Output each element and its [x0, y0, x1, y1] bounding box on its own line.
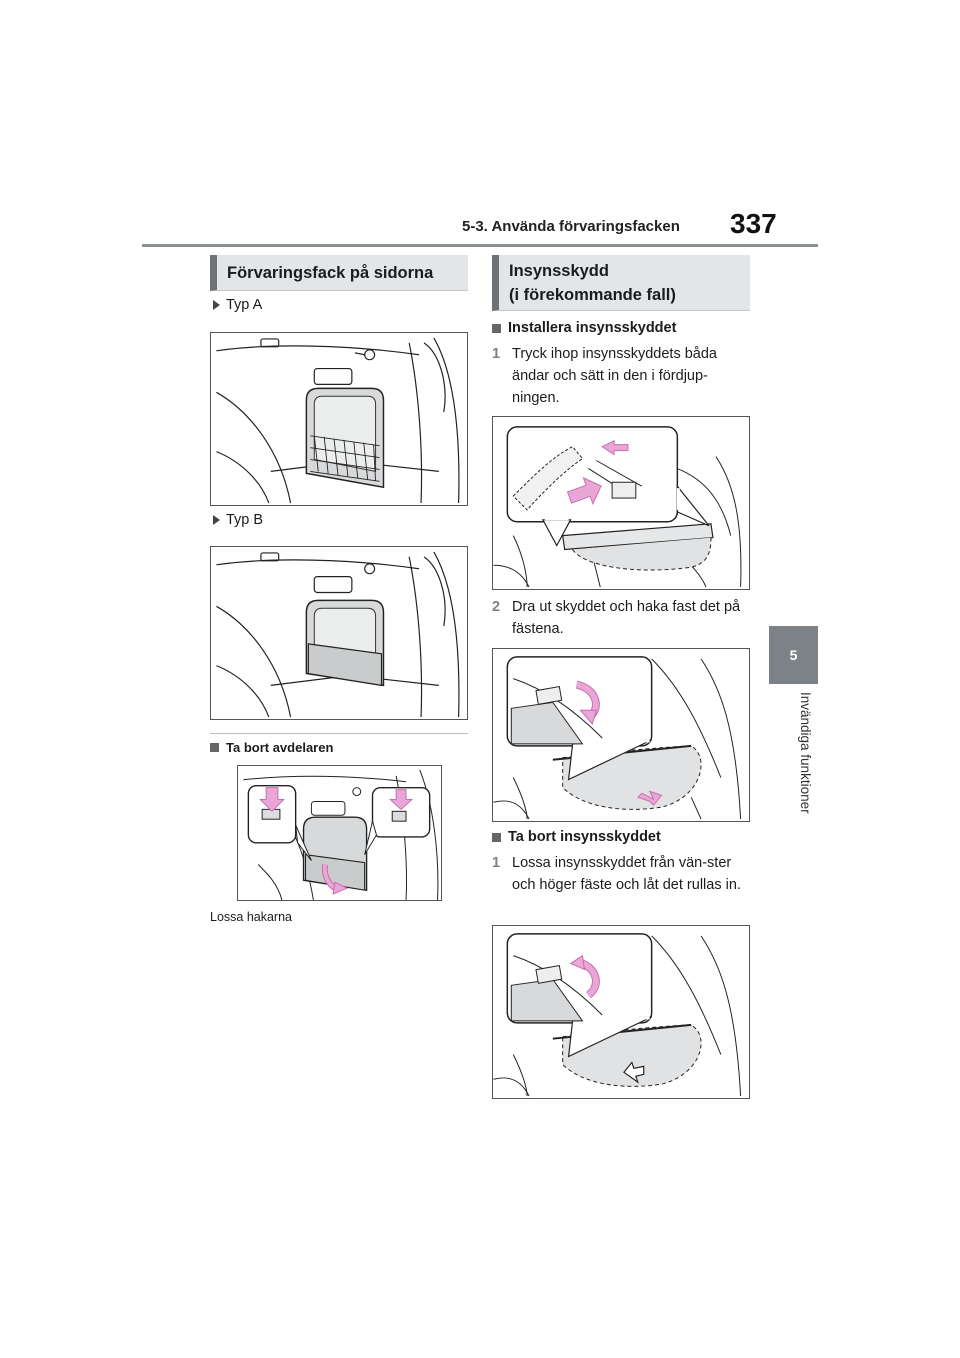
illustration-insert-cover-ends [493, 426, 742, 588]
square-bullet-icon [210, 743, 219, 752]
section-title-tonneau-cover: Insynsskydd (i förekommande fall) [492, 255, 750, 311]
divider-rule [210, 733, 468, 734]
bullet-type-a: Typ A [213, 297, 262, 313]
step-text: Tryck ihop insynsskyddets båda ändar och… [512, 346, 717, 406]
remove-divider-text: Ta bort avdelaren [226, 740, 334, 755]
illustration-unhook-and-retract-cover [493, 933, 742, 1097]
step-install-2: 2 Dra ut skyddet och haka fast det på fä… [492, 596, 754, 640]
bullet-triangle-icon [213, 515, 220, 525]
heading-install-cover: Installera insynsskyddet [492, 320, 676, 336]
step-text: Lossa insynsskyddet från vän-ster och hö… [512, 855, 741, 893]
step-remove-1: 1 Lossa insynsskyddet från vän-ster och … [492, 852, 754, 896]
caption-release-hooks: Lossa hakarna [210, 910, 293, 924]
square-bullet-icon [492, 832, 501, 842]
step-number: 1 [492, 855, 501, 871]
heading-remove-cover: Ta bort insynsskyddet [492, 829, 661, 845]
illustration-storage-net-type-a [216, 337, 460, 504]
chapter-title: Invändiga funktioner [798, 692, 813, 814]
illustration-pull-and-hook-cover [493, 656, 742, 820]
step-text: Dra ut skyddet och haka fast det på fäst… [512, 599, 741, 637]
figure-install-cover [492, 416, 750, 590]
type-a-label: Typ A [226, 297, 263, 313]
chapter-tab: 5 [769, 626, 818, 684]
heading-remove-divider: Ta bort avdelaren [210, 740, 333, 755]
figure-remove-divider [237, 765, 442, 901]
section-title-line1: Insynsskydd [509, 262, 609, 280]
square-bullet-icon [492, 323, 501, 333]
illustration-storage-pocket-type-b [216, 551, 460, 718]
figure-hook-cover [492, 648, 750, 822]
figure-type-a [210, 332, 468, 506]
header-rule [142, 244, 818, 247]
running-header-section: 5-3. Använda förvaringsfacken [462, 218, 680, 235]
page-number: 337 [730, 208, 777, 239]
chapter-number: 5 [789, 647, 798, 663]
type-b-label: Typ B [226, 512, 264, 528]
install-cover-text: Installera insynsskyddet [508, 320, 677, 336]
illustration-release-hooks [243, 769, 439, 900]
step-number: 2 [492, 599, 501, 615]
step-number: 1 [492, 346, 501, 362]
remove-cover-text: Ta bort insynsskyddet [508, 829, 661, 845]
section-title-side-storage: Förvaringsfack på sidorna [210, 255, 468, 291]
section-title-line2: (i förekommande fall) [509, 286, 676, 304]
figure-remove-cover [492, 925, 750, 1099]
step-install-1: 1 Tryck ihop insynsskyddets båda ändar o… [492, 343, 754, 409]
figure-type-b [210, 546, 468, 720]
bullet-triangle-icon [213, 300, 220, 310]
bullet-type-b: Typ B [213, 512, 263, 528]
